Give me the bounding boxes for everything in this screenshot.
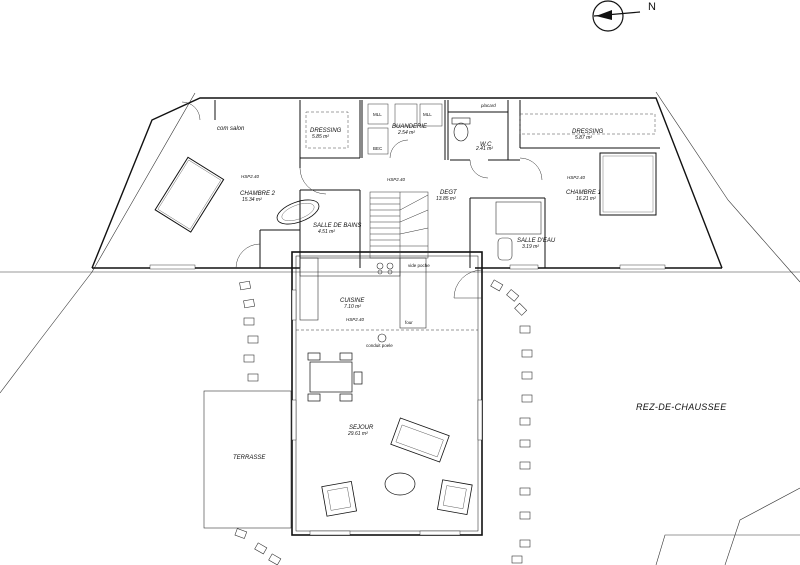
armchair-right bbox=[436, 479, 473, 515]
ceiling-height-cuisine: HSP2.40 bbox=[346, 317, 365, 322]
ceiling-height-chambre-2: HSP2.40 bbox=[241, 174, 260, 179]
label-mll-2: MLL bbox=[423, 112, 432, 117]
dining-table bbox=[307, 352, 363, 402]
room-label-dressing-1: DRESSING bbox=[572, 129, 604, 135]
toilet bbox=[451, 117, 471, 142]
room-area-chambre-1: 16.21 m² bbox=[576, 196, 596, 202]
room-label-wc: W.C bbox=[480, 142, 492, 148]
terrain-outline bbox=[0, 91, 800, 565]
interior-walls bbox=[214, 100, 660, 268]
stepping-stones bbox=[234, 279, 533, 565]
label-conduit-poele: conduit poele bbox=[366, 343, 393, 348]
room-area-sejour: 29.61 m² bbox=[348, 431, 368, 437]
room-label-placard: placard bbox=[481, 103, 496, 108]
shower bbox=[495, 201, 542, 235]
staircase bbox=[369, 191, 429, 259]
windows bbox=[149, 264, 666, 536]
label-vide-poche: vide poche bbox=[408, 263, 430, 268]
compass-icon bbox=[592, 0, 641, 32]
sofa bbox=[390, 417, 450, 463]
door-swings bbox=[181, 101, 543, 299]
laundry-appliances bbox=[367, 103, 443, 155]
room-area-salle-de-bains: 4.51 m² bbox=[318, 229, 335, 235]
room-area-cuisine: 7.10 m² bbox=[344, 304, 361, 310]
label-mll-1: MLL bbox=[373, 112, 382, 117]
dressing-outlines bbox=[305, 111, 656, 149]
bathtub bbox=[276, 199, 320, 225]
coffee-table bbox=[384, 472, 416, 496]
room-label-salon: com salon bbox=[217, 126, 245, 132]
washbasin bbox=[497, 237, 513, 261]
room-area-chambre-2: 15.34 m² bbox=[242, 197, 262, 203]
living-walls bbox=[291, 251, 483, 536]
ceiling-height-chambre-1: HSP2.40 bbox=[567, 175, 586, 180]
room-label-salle-d-eau: SALLE D'EAU bbox=[517, 238, 556, 244]
label-bec: BEC bbox=[373, 146, 383, 151]
label-four: four bbox=[405, 320, 413, 325]
room-label-degt: DEGT bbox=[440, 190, 457, 196]
room-label-buanderie: BUANDERIE bbox=[392, 124, 428, 130]
room-label-cuisine: CUISINE bbox=[340, 298, 365, 304]
room-area-dressing-2: 5.85 m² bbox=[312, 134, 329, 140]
room-label-terrasse: TERRASSE bbox=[233, 455, 266, 461]
room-area-dressing-1: 5.87 m² bbox=[575, 135, 592, 141]
room-area-degt: 13.85 m² bbox=[436, 196, 456, 202]
room-label-chambre-2: CHAMBRE 2 bbox=[240, 191, 276, 197]
plan-title: REZ-DE-CHAUSSEE bbox=[636, 402, 727, 412]
room-label-dressing-2: DRESSING bbox=[310, 128, 342, 134]
room-label-sejour: SEJOUR bbox=[349, 425, 374, 431]
room-label-salle-de-bains: SALLE DE BAINS bbox=[313, 223, 362, 229]
bed-chambre-2 bbox=[154, 156, 225, 233]
terrace-area bbox=[203, 390, 292, 529]
stove-circle bbox=[377, 333, 387, 343]
armchair-left bbox=[321, 480, 357, 517]
ceiling-height-degt: HSP2.40 bbox=[387, 177, 406, 182]
room-area-salle-d-eau: 3.19 m² bbox=[522, 244, 539, 250]
room-area-buanderie: 2.54 m² bbox=[398, 130, 415, 136]
kitchen-counters bbox=[299, 257, 427, 329]
compass-label: N bbox=[648, 1, 656, 13]
bed-chambre-1 bbox=[599, 152, 657, 216]
room-area-wc: 2.41 m² bbox=[476, 146, 493, 152]
room-label-chambre-1: CHAMBRE 1 bbox=[566, 190, 602, 196]
